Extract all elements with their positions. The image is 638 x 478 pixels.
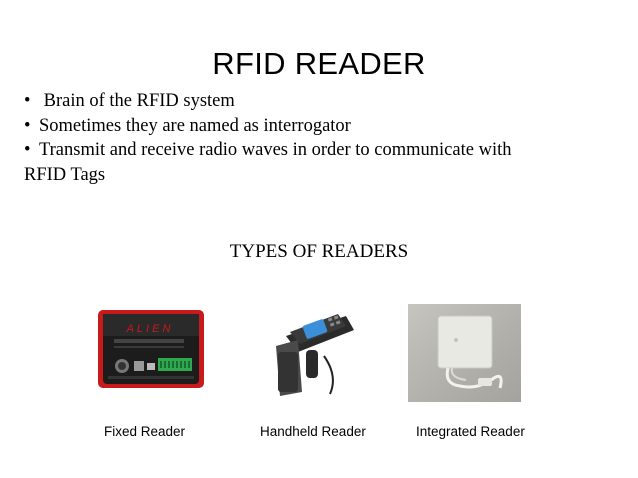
bullet-continuation: RFID Tags: [24, 164, 106, 185]
fixed-reader-caption: Fixed Reader: [104, 424, 186, 439]
bullet-text: Transmit and receive radio waves in orde…: [39, 140, 512, 160]
handheld-reader-caption: Handheld Reader: [260, 424, 366, 439]
fixed-reader-brand: ALIEN: [126, 323, 174, 335]
bullet-item: • Sometimes they are named as interrogato…: [24, 114, 624, 139]
bullet-list: • Brain of the RFID system • Sometimes th…: [24, 89, 624, 187]
bullet-text: Sometimes they are named as interrogator: [39, 115, 351, 136]
bullet-marker: •: [24, 140, 31, 160]
integrated-reader-caption: Integrated Reader: [416, 424, 525, 439]
bullet-marker: •: [24, 91, 31, 111]
bullet-item: • Transmit and receive radio waves in ord…: [24, 138, 624, 163]
integrated-reader-icon: [408, 304, 521, 402]
handheld-screen: [302, 319, 328, 339]
bullet-marker: •: [24, 115, 31, 136]
types-heading: TYPES OF READERS: [229, 241, 409, 262]
terminal-block: [158, 358, 192, 371]
bullet-item: • Brain of the RFID system: [24, 89, 624, 114]
handheld-reader-icon: [268, 306, 360, 402]
bullet-text: Brain of the RFID system: [39, 91, 235, 111]
fixed-reader-icon: ALIEN: [93, 307, 209, 391]
slide-title: RFID READER: [212, 46, 426, 81]
integrated-panel: [438, 316, 492, 368]
